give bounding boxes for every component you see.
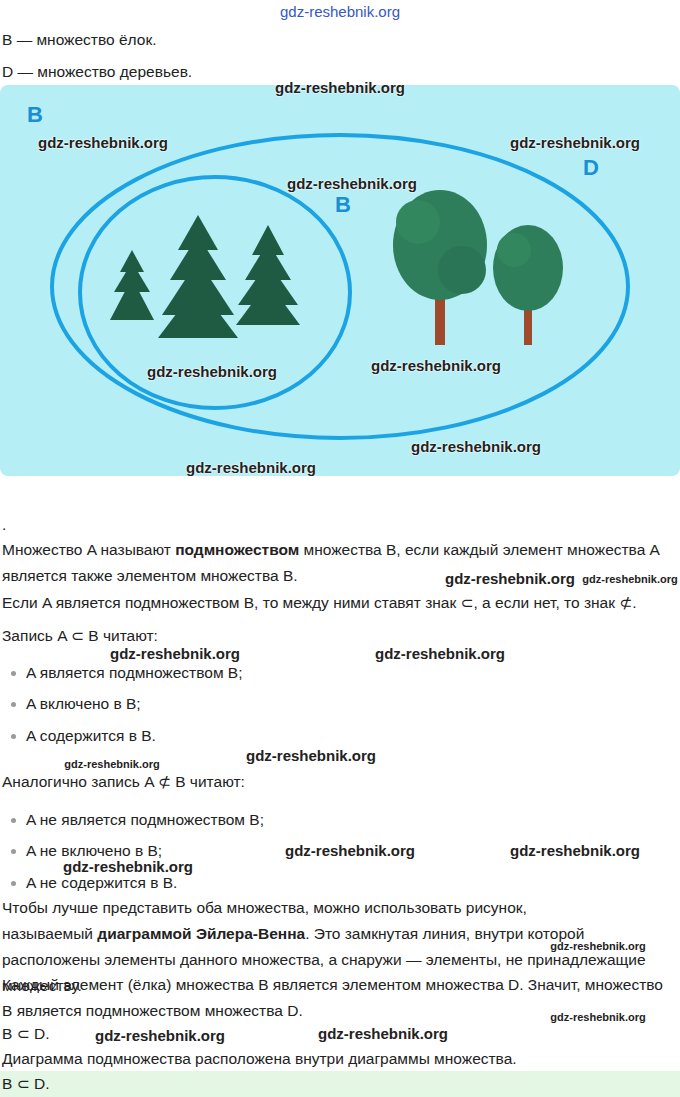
watermark: gdz-reshebnik.org (147, 364, 277, 381)
set-name: B (27, 104, 43, 126)
body-text: Аналогично запись A ⊄ B читают: (2, 773, 245, 790)
text-paragraph: Запись A ⊂ B читают: (2, 623, 676, 649)
watermark: gdz-reshebnik.org (510, 843, 640, 860)
body-text: подмножеством (175, 541, 299, 558)
watermark: gdz-reshebnik.org (550, 940, 645, 952)
watermark: gdz-reshebnik.org (445, 571, 575, 588)
watermark: gdz-reshebnik.org (95, 1028, 225, 1045)
body-text: Диаграмма подмножества расположена внутр… (2, 1050, 517, 1067)
watermark: gdz-reshebnik.org (371, 358, 501, 375)
body-text: A не содержится в B. (26, 874, 177, 891)
body-text: A является подмножеством B; (26, 664, 243, 681)
set-name: B (335, 194, 351, 216)
text-paragraph: . (2, 512, 676, 538)
set-name: D (583, 157, 599, 179)
text-paragraph: B — множество ёлок. (2, 27, 676, 53)
text-paragraph: Диаграмма подмножества расположена внутр… (2, 1046, 676, 1072)
ellipse-line (52, 135, 628, 438)
body-text: Если A является подмножеством B, то межд… (2, 594, 637, 611)
watermark: gdz-reshebnik.org (510, 135, 640, 152)
watermark: gdz-reshebnik.org (64, 758, 159, 770)
body-text: Множество A называют (2, 541, 171, 558)
bullet-dot (11, 734, 16, 739)
body-text: . (2, 516, 6, 533)
watermark: gdz-reshebnik.org (287, 176, 417, 193)
bullet-dot (11, 671, 16, 676)
highlight-band (0, 1071, 680, 1097)
body-text: D — множество деревьев. (2, 63, 192, 80)
bullet-dot (11, 849, 16, 854)
watermark: gdz-reshebnik.org (285, 843, 415, 860)
watermark: gdz-reshebnik.org (38, 135, 168, 152)
body-text: A включено в B; (26, 695, 141, 712)
watermark: gdz-reshebnik.org (375, 646, 505, 663)
text-paragraph: B ⊂ D. (2, 1071, 676, 1097)
body-text: B ⊂ D. (2, 1025, 49, 1042)
text-paragraph: A содержится в B. (26, 723, 676, 749)
watermark: gdz-reshebnik.org (275, 80, 405, 97)
watermark: gdz-reshebnik.org (550, 1011, 645, 1023)
body-text: диаграммой Эйлера-Венна (97, 925, 305, 942)
bullet-dot (11, 702, 16, 707)
body-text: A содержится в B. (26, 727, 156, 744)
body-text: B ⊂ D. (2, 1075, 49, 1092)
text-paragraph: A не является подмножеством B; (26, 807, 676, 833)
watermark: gdz-reshebnik.org (318, 1026, 448, 1043)
body-text: A не является подмножеством B; (26, 811, 264, 828)
bullet-dot (11, 818, 16, 823)
text-paragraph: Аналогично запись A ⊄ B читают: (2, 769, 676, 795)
body-text: Запись A ⊂ B читают: (2, 627, 158, 644)
watermark: gdz-reshebnik.org (63, 859, 193, 876)
text-paragraph: A включено в B; (26, 691, 676, 717)
watermark: gdz-reshebnik.org (582, 573, 677, 585)
watermark: gdz-reshebnik.org (110, 646, 240, 663)
ellipse-line (80, 177, 350, 408)
watermark: gdz-reshebnik.org (411, 439, 541, 456)
watermark: gdz-reshebnik.org (186, 460, 316, 477)
watermark: gdz-reshebnik.org (246, 748, 376, 765)
text-paragraph: Если A является подмножеством B, то межд… (2, 590, 676, 616)
bullet-dot (11, 881, 16, 886)
watermark: gdz-reshebnik.org (280, 4, 400, 21)
body-text: B — множество ёлок. (2, 31, 157, 48)
text-paragraph: A является подмножеством B; (26, 660, 676, 686)
body-text: A не включено в B; (26, 842, 162, 859)
